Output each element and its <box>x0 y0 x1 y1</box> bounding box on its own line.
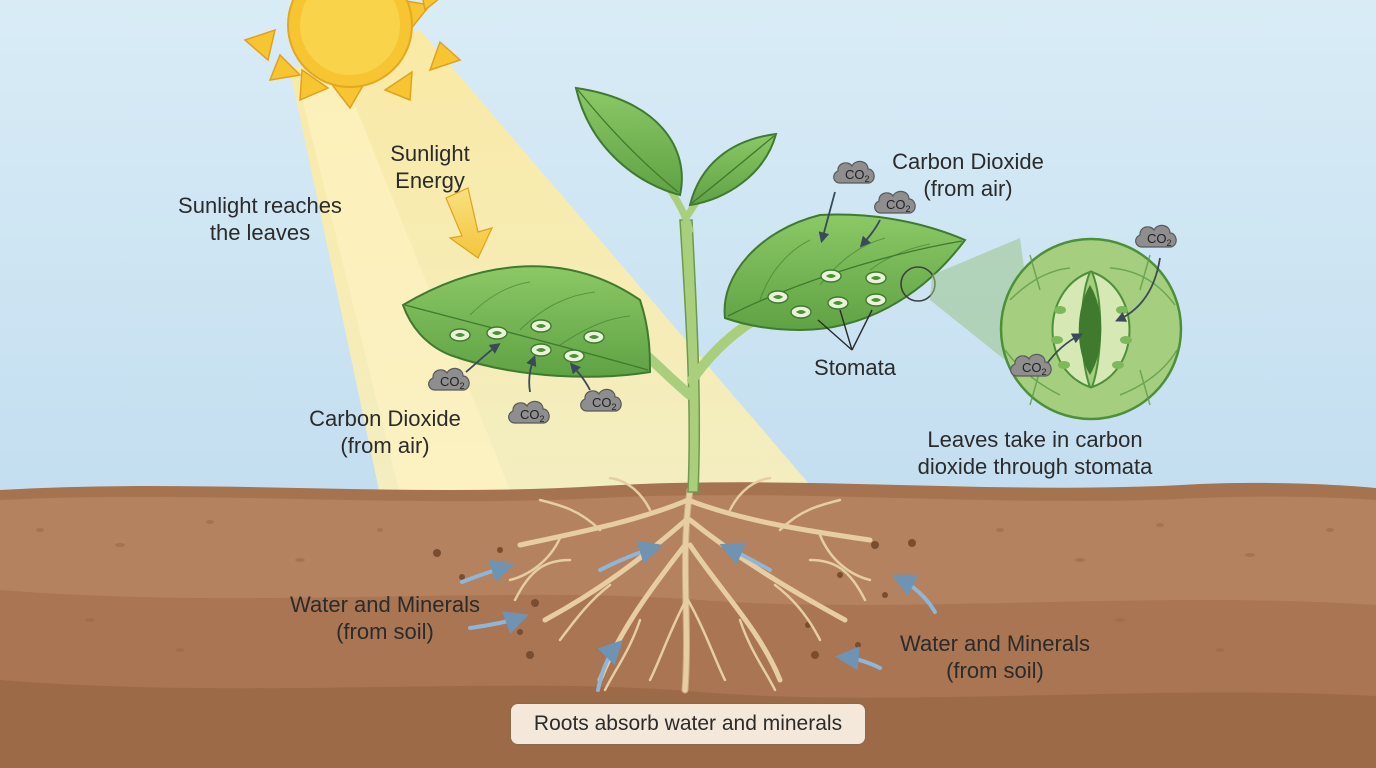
sun-beam-inner <box>300 80 510 495</box>
label-sunlight-energy: Sunlight Energy <box>390 141 470 193</box>
co2-cloud-1: CO2 <box>428 367 470 391</box>
top-leaf-left <box>574 86 683 197</box>
co2-cloud-2: CO2 <box>508 400 550 424</box>
svg-text:CO2: CO2 <box>1147 231 1172 248</box>
roots-caption: Roots absorb water and minerals <box>533 712 843 735</box>
co2-cloud-6: CO2 <box>1135 224 1177 248</box>
label-water-right: Water and Minerals (from soil) <box>900 631 1090 683</box>
co2-arrows <box>465 191 1161 393</box>
svg-text:CO2: CO2 <box>886 197 911 214</box>
stoma-closeup <box>999 237 1183 421</box>
label-leaves-take: Leaves take in carbon dioxide through st… <box>917 427 1153 479</box>
svg-text:CO2: CO2 <box>520 407 545 424</box>
right-leaf <box>723 213 967 332</box>
roots-caption-box: Roots absorb water and minerals <box>510 703 866 745</box>
water-arrows <box>460 540 937 692</box>
stomata-pointer-lines <box>817 309 873 351</box>
co2-cloud-4: CO2 <box>833 160 875 184</box>
sun-icon <box>243 0 462 110</box>
sunlight-arrow <box>445 187 494 259</box>
label-co2-right: Carbon Dioxide (from air) <box>892 149 1044 201</box>
co2-cloud-5: CO2 <box>874 190 916 214</box>
svg-text:CO2: CO2 <box>440 374 465 391</box>
label-co2-left: Carbon Dioxide (from air) <box>309 406 461 458</box>
co2-cloud-7: CO2 <box>1010 353 1052 377</box>
label-water-left: Water and Minerals (from soil) <box>290 592 480 644</box>
label-stomata: Stomata <box>814 355 896 380</box>
label-sunlight-reaches: Sunlight reaches the leaves <box>178 193 342 245</box>
left-leaf <box>401 265 652 378</box>
svg-text:CO2: CO2 <box>592 395 617 412</box>
svg-text:CO2: CO2 <box>1022 360 1047 377</box>
svg-text:CO2: CO2 <box>845 167 870 184</box>
co2-cloud-3: CO2 <box>580 388 622 412</box>
